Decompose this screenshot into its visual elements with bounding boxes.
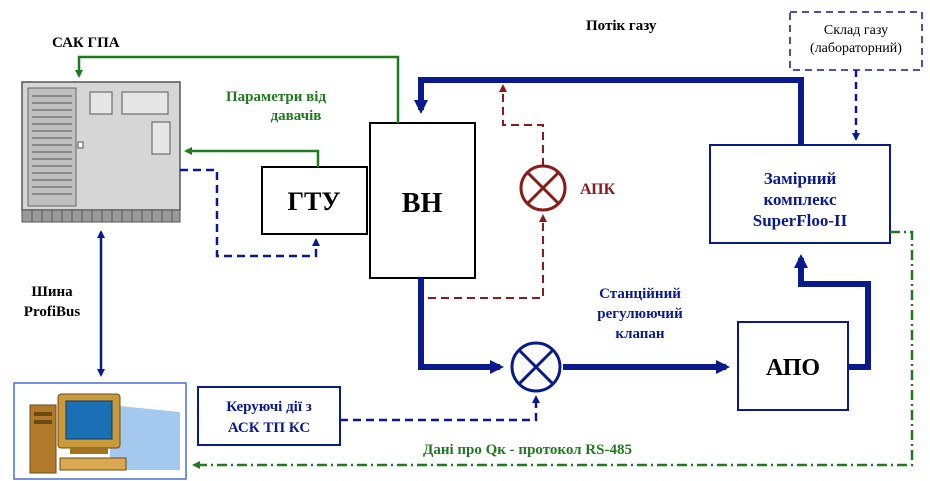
gtu-label: ГТУ — [288, 187, 341, 216]
rs485-data-line — [192, 230, 914, 469]
gas-flow-to-valve-line — [418, 278, 504, 374]
apk-bypass-top-line — [499, 84, 544, 166]
gas-composition-label-line2: (лабораторний) — [810, 41, 902, 56]
gas-flow-return-line — [414, 77, 804, 145]
meter-label-line3: SuperFloo-II — [753, 211, 848, 230]
valve-icon — [510, 341, 562, 393]
apk-valve-icon — [519, 164, 567, 212]
gas-composition-box — [789, 11, 923, 71]
gas-flow-label: Потік газу — [586, 18, 657, 34]
control-actions-box — [197, 386, 341, 446]
apk-label: АПК — [580, 181, 616, 198]
sensor-signal-vn-line — [75, 55, 400, 123]
control-actions-label-line2: АСК ТП КС — [228, 420, 310, 436]
valve-label-line1: Станційний — [599, 286, 681, 302]
bus-label-line2: ProfiBus — [24, 304, 81, 320]
apo-label: АПО — [766, 355, 820, 381]
vn-box — [369, 122, 476, 279]
valve-label-line2: регулюючий — [597, 306, 683, 322]
valve-label-line3: клапан — [615, 326, 665, 342]
rs485-data-label: Дані про Qк - протокол RS-485 — [423, 442, 632, 458]
apo-box — [737, 321, 849, 411]
params-label-line2: давачів — [271, 108, 322, 124]
control-actions-line — [340, 395, 540, 422]
plc-cabinet-icon — [21, 81, 181, 223]
control-actions-label-line1: Керуючі дії з — [226, 399, 312, 415]
apk-bypass-bottom-line — [428, 214, 547, 299]
meter-box — [709, 144, 891, 244]
vn-label: ВН — [402, 188, 443, 219]
sak-gpa-label: САК ГПА — [52, 35, 120, 51]
sensor-signal-gtu-line — [184, 147, 320, 167]
params-label-line1: Параметри від — [226, 89, 326, 105]
gtu-box — [261, 166, 368, 235]
meter-label-line1: Замірний — [764, 169, 837, 188]
gas-flow-to-meter-line — [794, 254, 871, 370]
gas-composition-label-line1: Склад газу — [824, 23, 888, 38]
computer-workstation-icon — [13, 382, 187, 480]
gtu-control-line — [180, 168, 320, 258]
meter-label-line2: комплекс — [763, 190, 837, 209]
bus-label-line1: Шина — [31, 284, 73, 300]
